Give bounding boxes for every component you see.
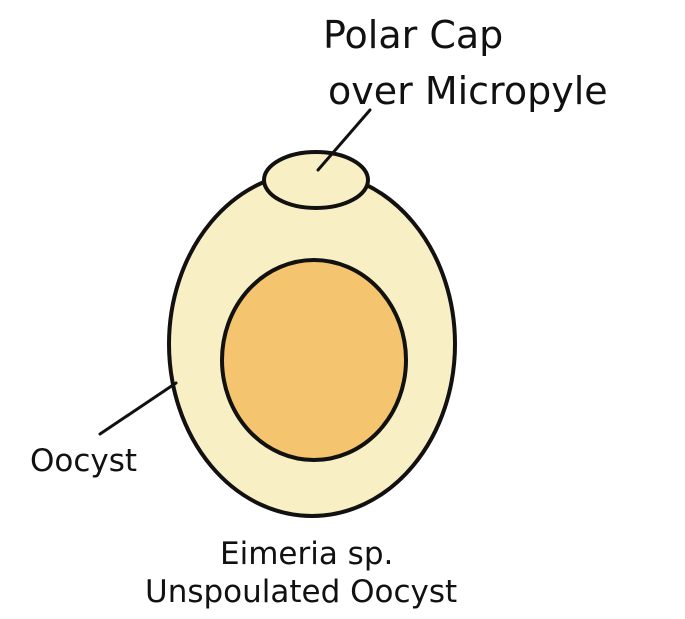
- oocyst-leader-line: [100, 383, 176, 434]
- oocyst-label: Oocyst: [30, 444, 137, 480]
- polar-cap-label-line-2: over Micropyle: [328, 70, 608, 114]
- caption-line-1: Eimeria sp.: [220, 537, 393, 573]
- polar-cap-label-line-1: Polar Cap: [323, 14, 503, 58]
- caption-line-2: Unspoulated Oocyst: [145, 575, 457, 611]
- polar-cap: [264, 152, 368, 208]
- inner-mass: [222, 260, 406, 460]
